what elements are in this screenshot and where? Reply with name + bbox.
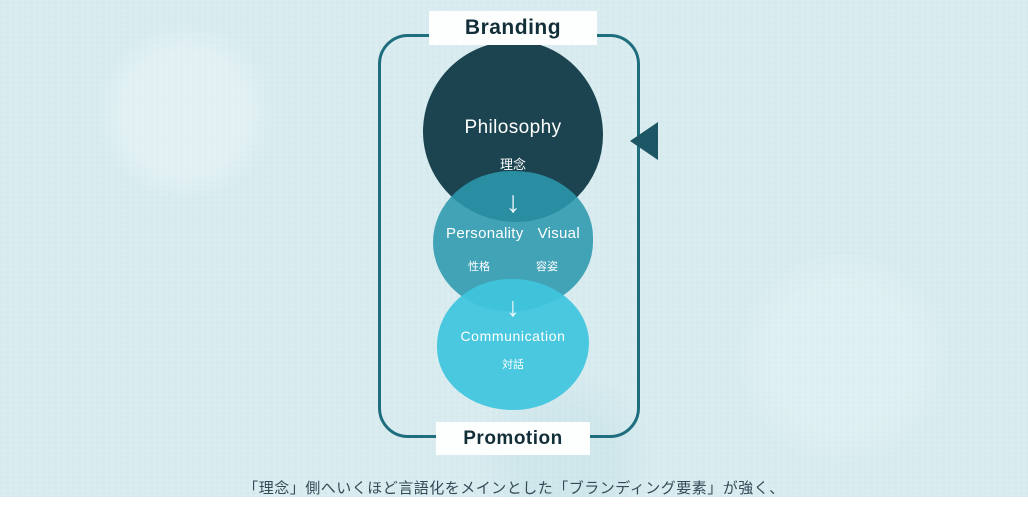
promotion-label: Promotion [436, 422, 590, 455]
visual-title: Visual [537, 225, 580, 242]
down-arrow-icon: ↓ [506, 292, 520, 322]
personality-title: Personality [446, 225, 524, 242]
down-arrow-icon: ↓ [505, 186, 521, 219]
left-arrowhead-icon [630, 122, 658, 160]
caption-text: 「理念」側へいくほど言語化をメインとした「ブランディング要素」が強く、 [243, 480, 785, 497]
philosophy-title: Philosophy [464, 116, 562, 138]
personality-visual-subtitles: 性格 容姿 [433, 258, 593, 274]
communication-circle: Communication 対話 [437, 279, 589, 410]
philosophy-subtitle: 理念 [499, 156, 526, 172]
communication-subtitle: 対話 [502, 358, 524, 371]
visual-subtitle: 容姿 [536, 261, 558, 273]
personality-subtitle: 性格 [468, 261, 490, 273]
communication-title: Communication [460, 327, 566, 344]
bottom-white-bar [0, 497, 1028, 511]
personality-visual-circle: Personality Visual 性格 容姿 [433, 171, 593, 311]
branding-label: Branding [429, 11, 597, 45]
personality-visual-titles: Personality Visual [433, 225, 593, 242]
